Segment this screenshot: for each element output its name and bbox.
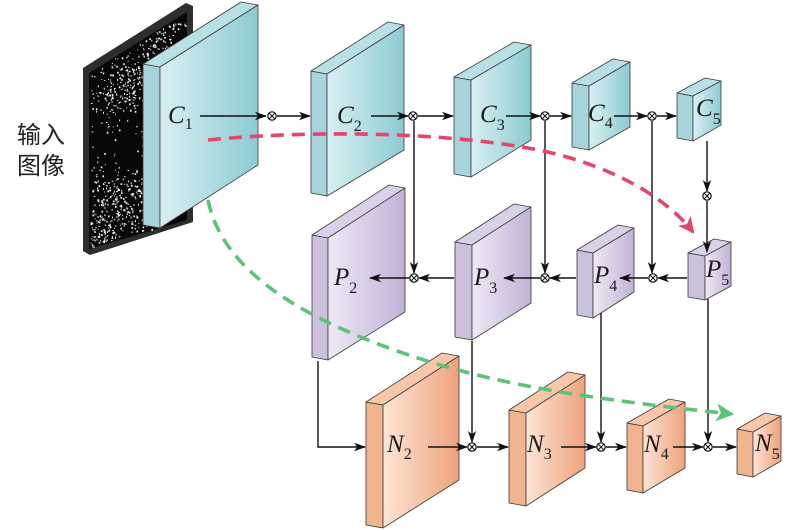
operator-nodes: [267, 111, 713, 452]
block-side-face: [142, 63, 161, 229]
block-front-face: [326, 24, 405, 197]
label-c4: C4: [588, 100, 613, 132]
block-side-face: [365, 401, 384, 529]
block-side-face: [453, 76, 472, 178]
block-p4: [576, 224, 635, 319]
label-n5: N5: [754, 430, 780, 463]
operator-node-cross: [650, 275, 656, 281]
operator-node-cross: [269, 113, 275, 119]
operator-node: [540, 111, 550, 121]
operator-node: [408, 111, 418, 121]
block-side-face: [687, 252, 706, 301]
operator-node-cross: [705, 444, 711, 450]
block-side-face: [576, 249, 594, 319]
label-c1: C1: [168, 102, 193, 133]
label-n2: N2: [386, 431, 412, 463]
block-side-face: [311, 234, 329, 361]
operator-node: [702, 191, 712, 201]
block-front-face: [525, 374, 586, 507]
label-p5: P5: [705, 256, 729, 289]
block-front-face: [470, 44, 532, 178]
operator-node: [267, 111, 277, 121]
label-c3: C3: [480, 101, 505, 134]
operator-node: [703, 442, 713, 452]
block-front-face: [382, 355, 460, 529]
block-c2: [310, 21, 405, 197]
operator-node-cross: [542, 275, 548, 281]
operator-node: [596, 442, 606, 452]
block-side-face: [454, 241, 473, 341]
block-c3: [453, 41, 532, 178]
block-c4: [571, 58, 631, 151]
input-label-line1: 输入: [17, 121, 65, 149]
block-front-face: [327, 187, 406, 361]
block-side-face: [736, 428, 754, 478]
block-n3: [508, 371, 586, 507]
label-c5: C5: [696, 95, 721, 128]
operator-node: [647, 111, 657, 121]
connectors: [200, 111, 737, 452]
label-c2: C2: [337, 102, 362, 135]
operator-node-cross: [649, 113, 655, 119]
label-p3: P3: [473, 264, 497, 297]
block-n5: [736, 412, 782, 478]
operator-node-cross: [542, 113, 548, 119]
arrow-p2-to-n2: [317, 361, 366, 452]
label-n3: N3: [526, 431, 552, 463]
block-front-face: [471, 206, 532, 341]
shortcut-path-green: [206, 199, 735, 422]
block-front-face: [752, 415, 782, 478]
block-side-face: [508, 409, 527, 507]
label-p2: P2: [333, 264, 357, 297]
operator-node-cross: [704, 193, 710, 199]
operator-node-cross: [411, 275, 417, 281]
input-label-line2: 图像: [17, 152, 65, 180]
shortcut-path-red: [207, 132, 695, 234]
label-n4: N4: [643, 431, 669, 463]
block-c5: [676, 77, 722, 142]
label-p4: P4: [593, 262, 617, 295]
operator-node-cross: [469, 444, 475, 450]
block-labels: C1 C2 C3 C4 C5 P2 P3 P4 P5 N2 N3 N4 N5: [168, 95, 780, 463]
block-n2: [365, 352, 460, 529]
block-side-face: [676, 92, 694, 142]
operator-node-cross: [410, 113, 416, 119]
block-front-face: [704, 241, 732, 301]
block-front-face: [588, 61, 631, 151]
operator-node-cross: [598, 444, 604, 450]
operator-node: [648, 273, 658, 283]
block-p2: [311, 184, 406, 361]
operator-node: [467, 442, 477, 452]
block-front-face: [692, 80, 722, 142]
block-side-face: [571, 82, 590, 151]
operator-node: [540, 273, 550, 283]
block-side-face: [626, 422, 644, 494]
block-front-face: [642, 401, 686, 494]
block-front-face: [592, 227, 635, 319]
operator-node: [409, 273, 419, 283]
input-image-speckles: [90, 23, 187, 248]
block-p3: [454, 203, 532, 341]
